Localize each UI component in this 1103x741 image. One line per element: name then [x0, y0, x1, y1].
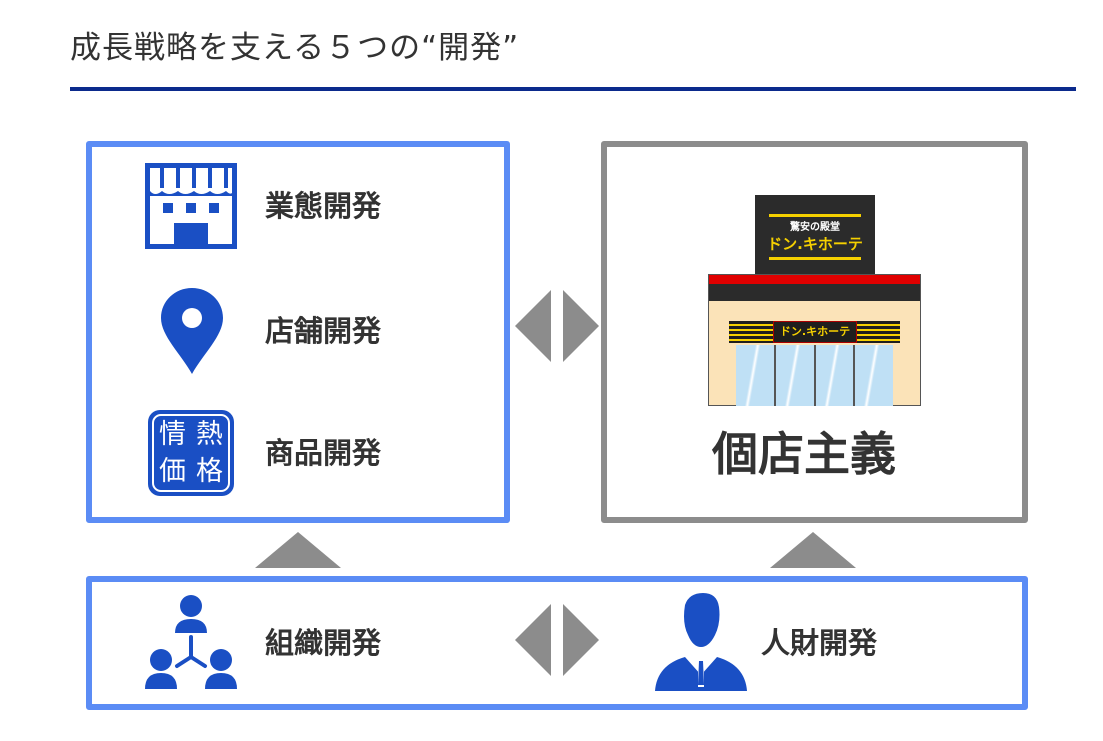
- sign-store-name: ドン.キホーテ: [767, 235, 863, 253]
- business-format-label: 業態開発: [265, 189, 382, 223]
- businessman-icon: [655, 593, 747, 691]
- sign-tagline: 驚安の殿堂: [790, 222, 840, 233]
- org-network-icon: [145, 595, 237, 689]
- foundation-box: [86, 576, 1028, 710]
- human-resource-development-label: 人財開発: [761, 626, 878, 660]
- awning-store-name: ドン.キホーテ: [773, 321, 857, 343]
- product-development-label: 商品開発: [265, 436, 382, 470]
- jonetsu-kakaku-badge-icon: 情 熱 価 格: [148, 410, 234, 496]
- badge-char: 情: [159, 419, 186, 450]
- badge-char: 格: [196, 456, 223, 487]
- store-roof-sign: 驚安の殿堂 ドン.キホーテ: [755, 195, 875, 275]
- bidirectional-arrow-icon: [515, 604, 599, 676]
- title-divider: [70, 87, 1076, 91]
- individual-store-box: [601, 141, 1028, 523]
- organization-development-label: 組織開発: [265, 626, 382, 660]
- badge-char: 熱: [196, 419, 223, 450]
- badge-char: 価: [159, 456, 186, 487]
- store-building: ドン.キホーテ: [708, 274, 921, 406]
- bidirectional-arrow-icon: [515, 290, 599, 362]
- development-box: [86, 141, 510, 523]
- up-arrow-icon: [770, 532, 856, 568]
- individual-store-principle-label: 個店主義: [712, 427, 896, 481]
- up-arrow-icon: [255, 532, 341, 568]
- storefront-icon: [145, 163, 237, 249]
- page-title: 成長戦略を支える５つの“開発”: [70, 30, 520, 66]
- map-pin-icon: [161, 288, 223, 374]
- store-development-label: 店舗開発: [265, 314, 382, 348]
